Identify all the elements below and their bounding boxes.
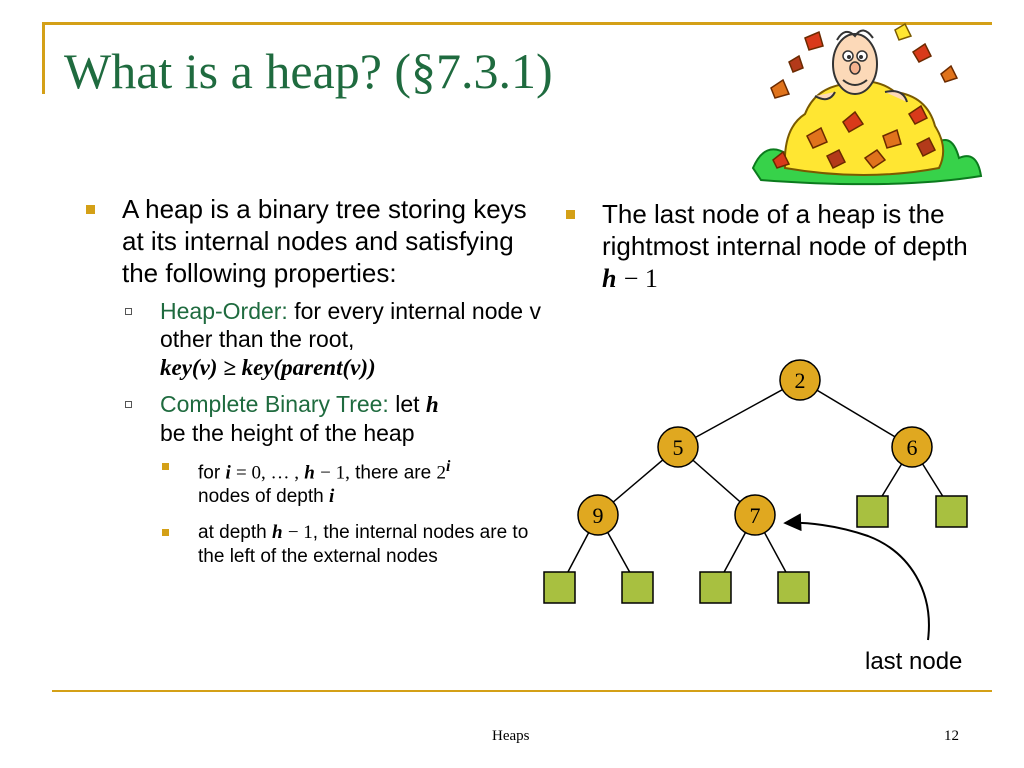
nodes-per-depth-eq: = 0, … ,: [236, 462, 299, 484]
frame-top-bar: [42, 22, 992, 25]
tree-node-last: 7: [734, 494, 776, 536]
nodes-per-depth-h: h: [304, 462, 315, 484]
page-number: 12: [944, 728, 959, 744]
complete-tree-label: Complete Binary Tree:: [160, 391, 389, 417]
node-key: 7: [750, 503, 761, 528]
last-node-minus: − 1: [623, 264, 658, 293]
nodes-per-depth-w3: nodes of depth: [198, 486, 324, 508]
nodes-per-depth-w2: there are: [355, 462, 432, 484]
bullet-left-internal: at depth h − 1, the internal nodes are t…: [160, 521, 546, 569]
slide-title: What is a heap? (§7.3.1): [64, 43, 553, 99]
node-key: 2: [795, 368, 806, 393]
left-internal-w1: at depth: [198, 522, 267, 544]
internal-nodes: 2 5 6 9 7: [577, 359, 933, 536]
footer-title: Heaps: [492, 728, 530, 744]
external-node: [777, 571, 810, 604]
nodes-per-depth-exp: i: [445, 458, 451, 475]
tree-node-root: 2: [779, 359, 821, 401]
external-node: [543, 571, 576, 604]
node-key: 5: [673, 435, 684, 460]
left-internal-minus: − 1: [287, 522, 313, 544]
left-internal-w2: , the internal nodes are to the left of …: [198, 522, 529, 568]
last-node-h: h: [602, 264, 617, 293]
last-node-arrow: [783, 513, 930, 641]
frame-left-bar: [42, 22, 45, 94]
tree-edge: [799, 379, 913, 448]
external-node: [935, 495, 968, 528]
heap-order-text: for every internal node v other than the…: [160, 298, 541, 352]
bullet-last-node-definition: The last node of a heap is the rightmost…: [566, 198, 986, 295]
bullet-heap-order: Heap-Order: for every internal node v ot…: [122, 297, 546, 382]
left-internal-h: h: [271, 522, 283, 544]
footer-divider: [52, 690, 992, 692]
heap-tree-diagram: 2 5 6 9 7: [543, 359, 968, 641]
right-column: The last node of a heap is the rightmost…: [566, 198, 986, 303]
heap-order-formula: key(v) ≥ key(parent(v)): [160, 355, 376, 380]
nodes-per-depth-i: i: [225, 462, 231, 484]
external-nodes: [543, 495, 968, 604]
nodes-per-depth-minus: − 1,: [320, 462, 350, 484]
nodes-per-depth-i2: i: [329, 486, 335, 508]
tree-node-right: 6: [891, 426, 933, 468]
tree-node-left-left: 9: [577, 494, 619, 536]
external-node: [699, 571, 732, 604]
left-column: A heap is a binary tree storing keys at …: [86, 193, 546, 581]
tree-node-left: 5: [657, 426, 699, 468]
complete-tree-text-before: let: [395, 391, 420, 417]
external-node: [856, 495, 889, 528]
nodes-per-depth-base: 2: [436, 462, 446, 484]
node-key: 9: [593, 503, 604, 528]
node-key: 6: [907, 435, 918, 460]
last-node-definition-text: The last node of a heap is the rightmost…: [602, 199, 968, 261]
complete-tree-var: h: [425, 392, 439, 417]
bullet-complete-binary-tree: Complete Binary Tree: let h be the height…: [122, 390, 546, 447]
tree-edge: [677, 379, 801, 448]
external-node: [621, 571, 654, 604]
complete-tree-text-after: be the height of the heap: [160, 420, 415, 446]
bullet-heap-definition: A heap is a binary tree storing keys at …: [86, 193, 546, 289]
last-node-label: last node: [865, 648, 963, 675]
nodes-per-depth-w1: for: [198, 462, 221, 484]
tree-edges: [559, 379, 953, 588]
heap-order-label: Heap-Order:: [160, 298, 288, 324]
leaf-pile-cartoon: [751, 22, 983, 186]
heap-definition-text: A heap is a binary tree storing keys at …: [122, 194, 527, 288]
